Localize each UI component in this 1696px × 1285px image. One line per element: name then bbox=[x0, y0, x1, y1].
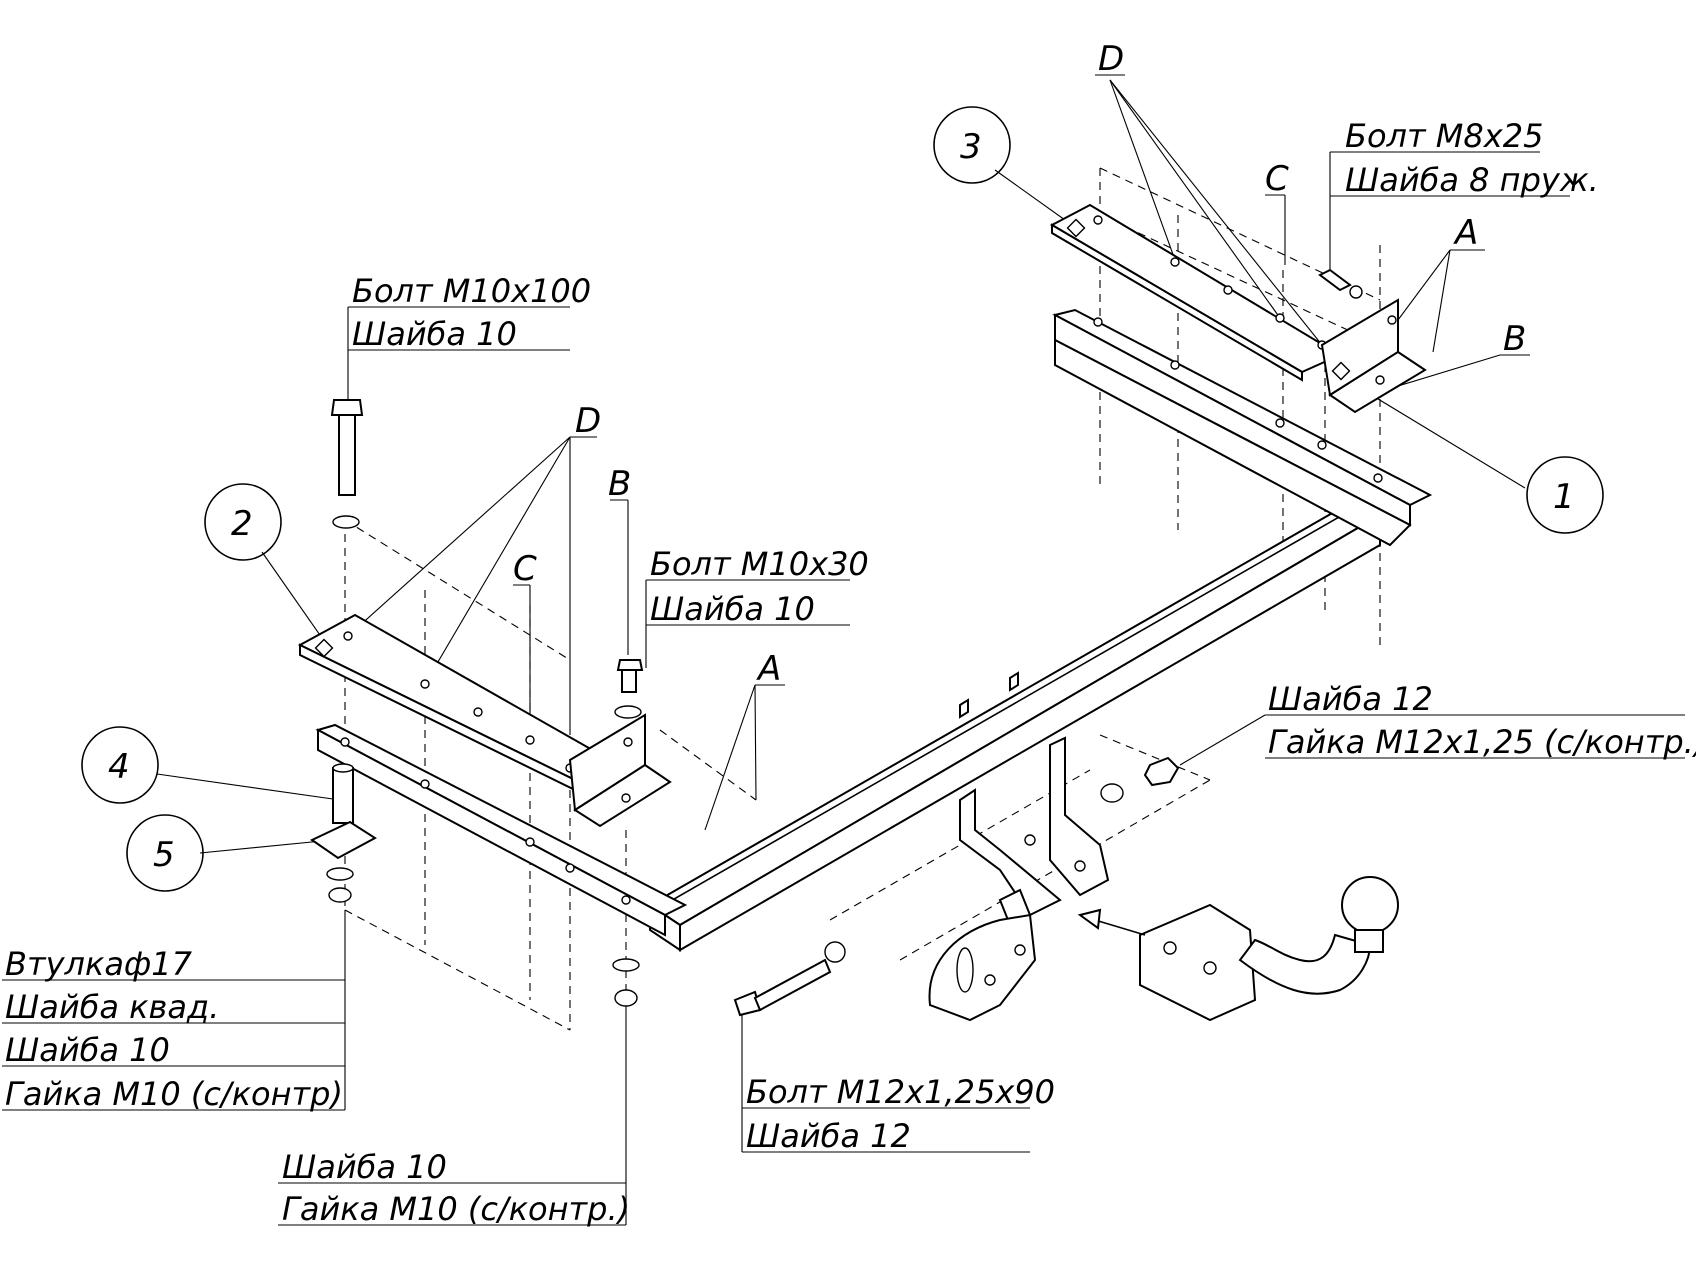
bolt-m12x125x90 bbox=[733, 941, 846, 1017]
ref-c-left: C bbox=[513, 549, 537, 589]
callout-5-circle bbox=[126, 814, 204, 892]
label-nut-m12: Гайка М12х1,25 (с/контр.) bbox=[1268, 723, 1696, 761]
part-labels: Болт М8х25 Шайба 8 пруж. Болт М10х100 Ша… bbox=[5, 117, 1696, 1228]
ref-a-right: A bbox=[1453, 213, 1478, 253]
ref-d-left: D bbox=[575, 401, 601, 441]
callout-4-circle bbox=[81, 726, 159, 804]
bottom-washer-nut bbox=[612, 958, 640, 1007]
label-bolt-m12: Болт М12х1,25х90 bbox=[746, 1073, 1055, 1111]
ball-hitch bbox=[1139, 876, 1399, 1022]
leader-lines bbox=[2, 74, 1685, 1226]
label-nut-m10-bottom: Гайка М10 (с/контр.) bbox=[282, 1190, 630, 1228]
label-washer-10-top: Шайба 10 bbox=[352, 315, 517, 353]
ref-a-left: A bbox=[756, 649, 781, 689]
left-angle-bracket bbox=[568, 659, 672, 828]
callout-1: 1 bbox=[1553, 477, 1575, 517]
label-washer-10-mid: Шайба 10 bbox=[650, 590, 815, 628]
label-nut-m10-left: Гайка М10 (с/контр) bbox=[5, 1075, 343, 1113]
callout-2: 2 bbox=[231, 504, 253, 544]
callout-circles bbox=[81, 106, 1604, 892]
label-bolt-m10x100: Болт М10х100 bbox=[352, 272, 591, 310]
label-washer-12-top: Шайба 12 bbox=[1268, 680, 1433, 718]
callout-3: 3 bbox=[960, 127, 982, 167]
top-plate-part-3 bbox=[1049, 203, 1343, 382]
ref-b-right: B bbox=[1503, 319, 1526, 359]
label-washer-10-left: Шайба 10 bbox=[5, 1031, 170, 1069]
main-crossbar bbox=[648, 498, 1382, 952]
reference-letters: D D C C A A B B bbox=[513, 39, 1526, 689]
label-bolt-m8: Болт М8х25 bbox=[1345, 117, 1543, 155]
ref-b-left: B bbox=[608, 464, 631, 504]
callout-numbers: 1 2 3 4 5 bbox=[108, 127, 1575, 875]
bushing-and-square-washer bbox=[310, 763, 377, 903]
ref-c-top: C bbox=[1265, 159, 1289, 199]
callout-1-circle bbox=[1526, 456, 1604, 534]
callout-4: 4 bbox=[108, 747, 130, 787]
hitch-mount-plate bbox=[928, 913, 1037, 1022]
label-washer-square: Шайба квад. bbox=[5, 988, 219, 1026]
left-side-member bbox=[315, 723, 688, 937]
label-bushing: Втулкаф17 bbox=[5, 945, 193, 983]
bolt-m10x100 bbox=[330, 399, 364, 529]
right-washer-nut bbox=[1100, 756, 1180, 803]
label-washer-10-bottom: Шайба 10 bbox=[282, 1148, 447, 1186]
label-washer-8: Шайба 8 пруж. bbox=[1345, 161, 1599, 199]
ref-d-top: D bbox=[1098, 39, 1124, 79]
label-washer-12-bottom: Шайба 12 bbox=[746, 1117, 911, 1155]
right-angle-bracket bbox=[1318, 268, 1427, 414]
callout-3-circle bbox=[933, 106, 1011, 184]
insertion-arrow bbox=[1077, 908, 1146, 936]
callout-5: 5 bbox=[153, 835, 175, 875]
right-side-member bbox=[1052, 308, 1433, 547]
label-bolt-m10x30: Болт М10х30 bbox=[650, 545, 869, 583]
callout-2-circle bbox=[204, 483, 282, 561]
